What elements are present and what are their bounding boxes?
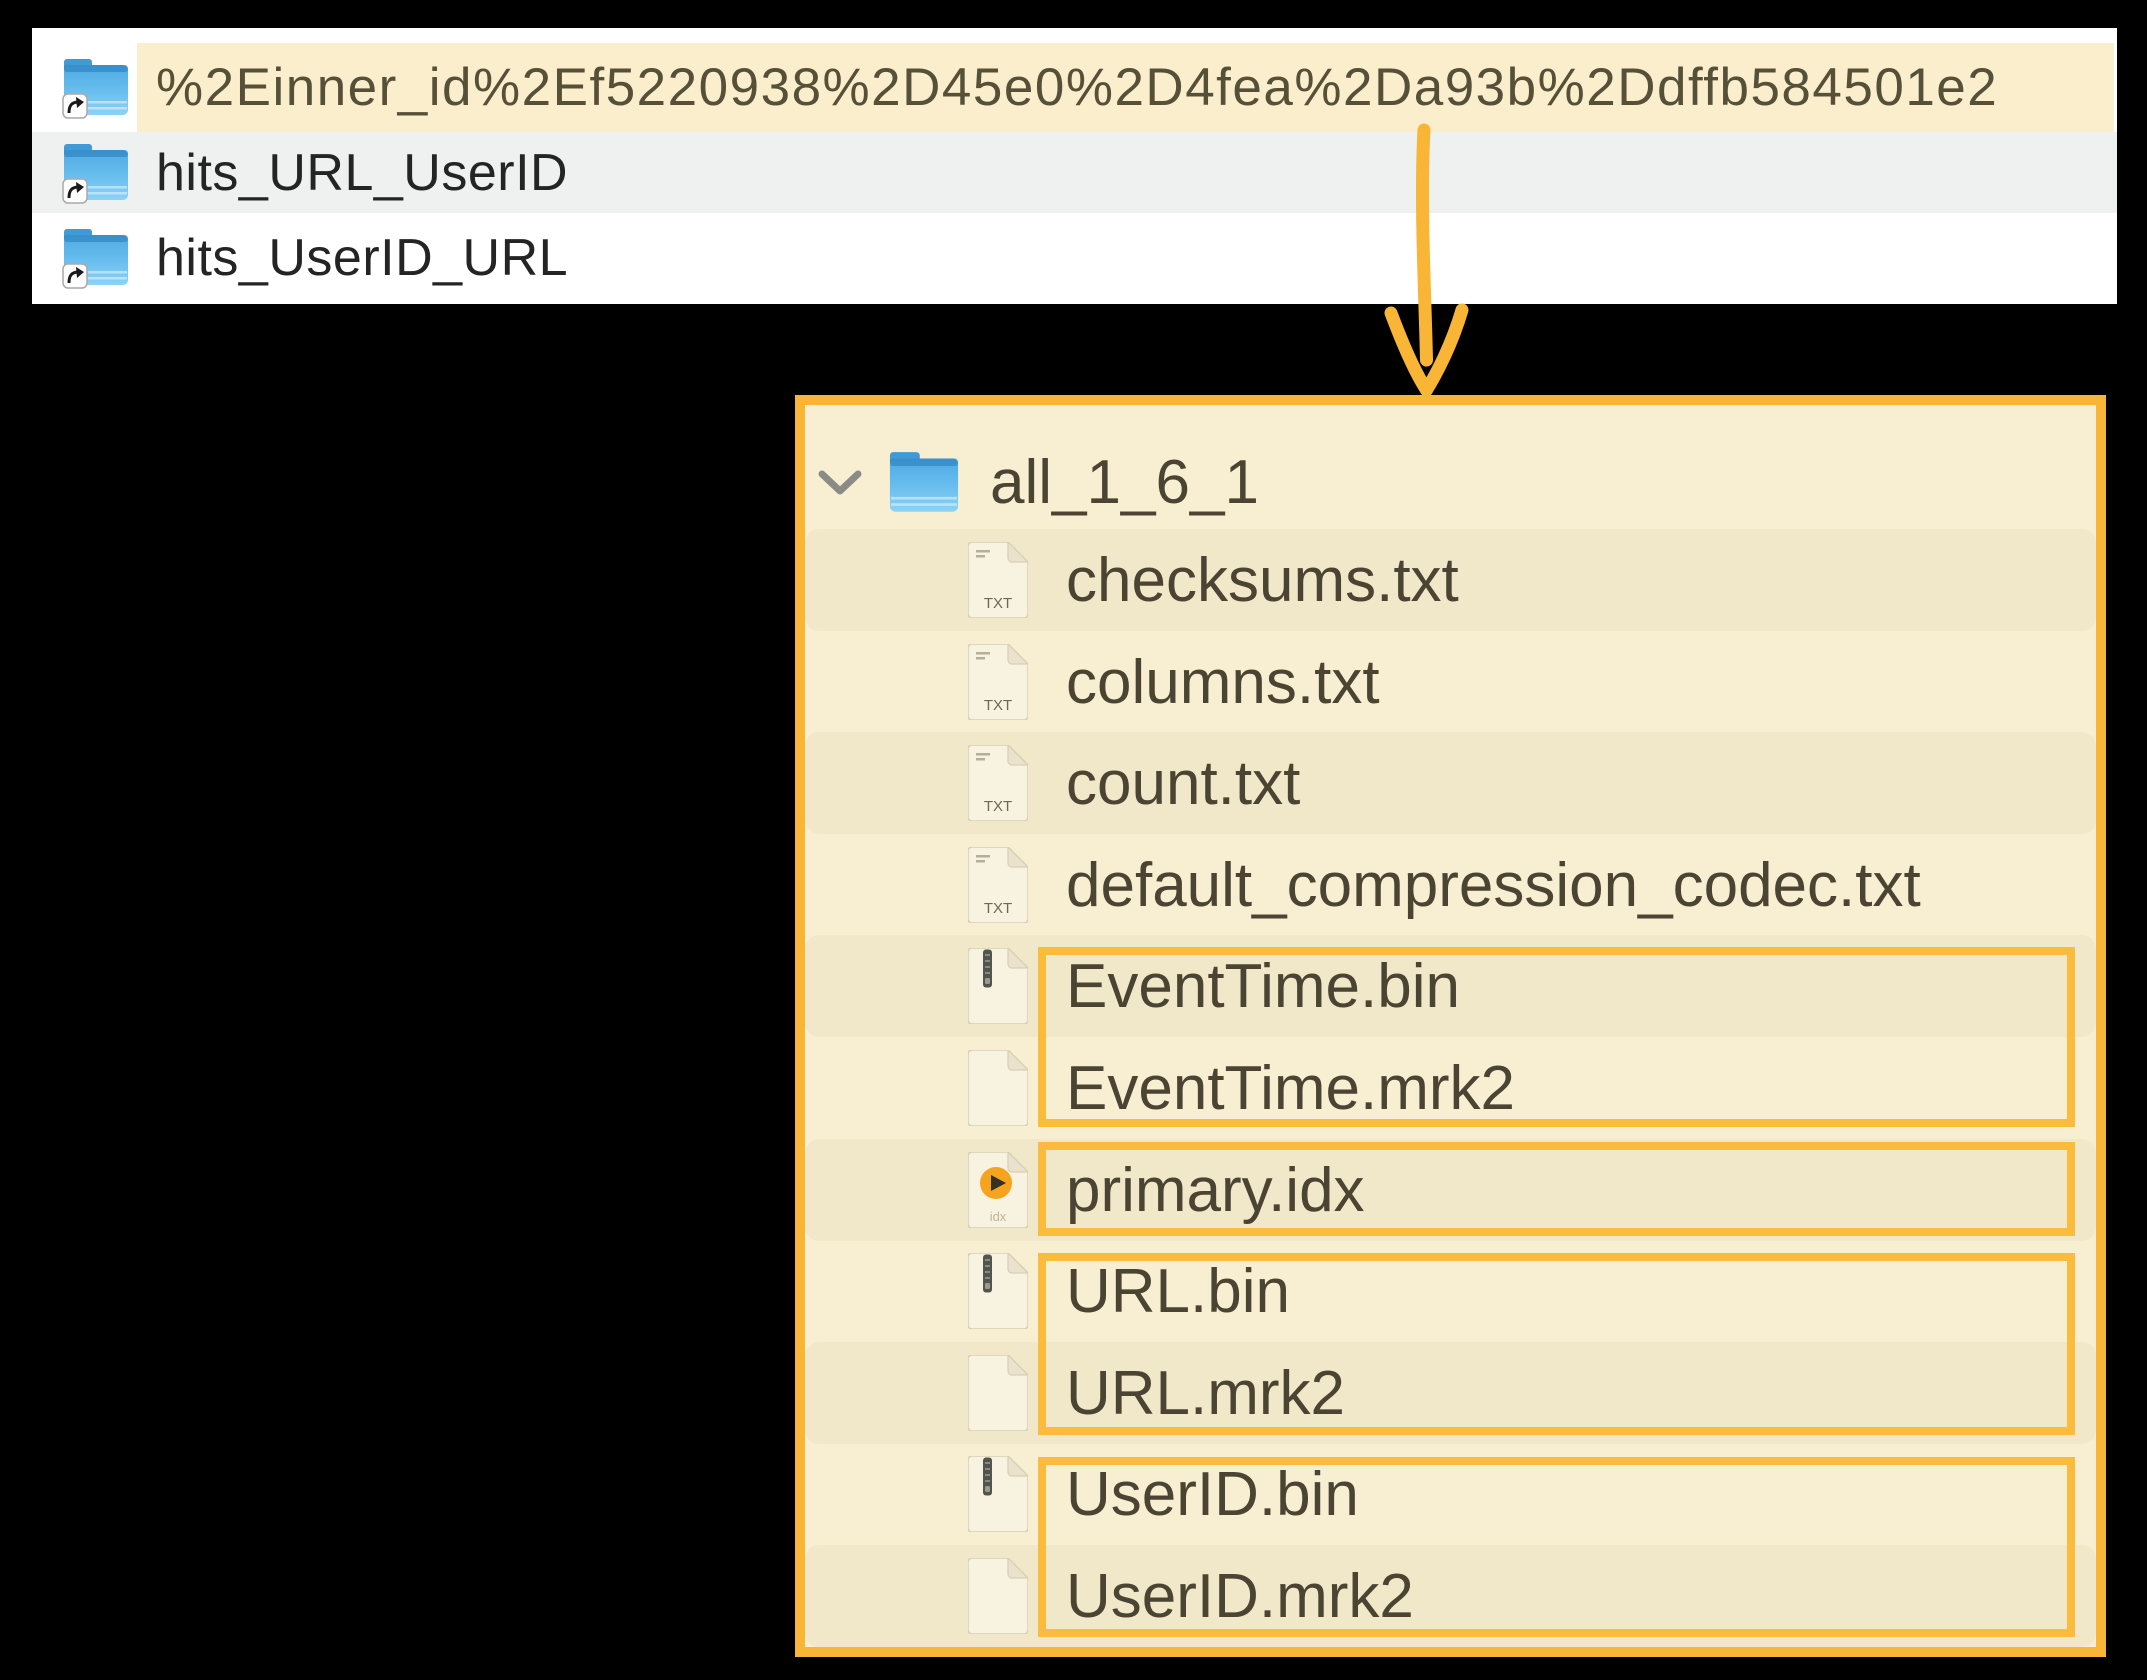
selection-highlight	[137, 43, 2114, 132]
file-name-label: EventTime.mrk2	[1066, 1053, 1516, 1123]
tree-row-primary-idx[interactable]: idx primary.idx	[805, 1139, 2096, 1241]
file-name-label: primary.idx	[1066, 1155, 1365, 1225]
file-name-label: EventTime.bin	[1066, 951, 1460, 1021]
part-directory-tree-panel: all_1_6_1 TXT checksums.txt TXT columns.…	[795, 395, 2106, 1657]
tree-row-columns-txt[interactable]: TXT columns.txt	[805, 631, 2096, 733]
tree-row-url-bin[interactable]: URL.bin	[805, 1240, 2096, 1342]
annotation-box-url-files	[1038, 1253, 2075, 1435]
list-item-inner-id-folder[interactable]: %2Einner_id%2Ef5220938%2D45e0%2D4fea%2Da…	[32, 43, 2117, 132]
document-file-icon	[968, 1355, 1028, 1431]
txt-file-icon: TXT	[968, 644, 1028, 720]
file-name-label: URL.bin	[1066, 1256, 1290, 1326]
chevron-down-icon[interactable]	[818, 469, 862, 497]
svg-text:TXT: TXT	[984, 798, 1012, 815]
txt-file-icon: TXT	[968, 542, 1028, 618]
svg-text:TXT: TXT	[984, 697, 1012, 714]
document-file-icon	[968, 1558, 1028, 1634]
file-name-label: columns.txt	[1066, 647, 1380, 717]
svg-text:TXT: TXT	[984, 595, 1012, 612]
folder-name-label: hits_UserID_URL	[156, 228, 569, 287]
list-item-hits-userid-url[interactable]: hits_UserID_URL	[32, 213, 2117, 302]
file-name-label: default_compression_codec.txt	[1066, 850, 1921, 920]
list-item-hits-url-userid[interactable]: hits_URL_UserID	[32, 132, 2117, 213]
alias-folder-icon	[62, 228, 128, 289]
bin-file-icon	[968, 948, 1028, 1024]
annotation-arrow-down	[1384, 123, 1469, 397]
bin-file-icon	[968, 1253, 1028, 1329]
tree-row-checksums-txt[interactable]: TXT checksums.txt	[805, 529, 2096, 631]
tree-row-userid-bin[interactable]: UserID.bin	[805, 1443, 2096, 1545]
annotation-box-eventtime-files	[1038, 947, 2075, 1127]
document-file-icon	[968, 1050, 1028, 1126]
tree-row-default-compression-codec-txt[interactable]: TXT default_compression_codec.txt	[805, 834, 2096, 936]
folder-name-label: %2Einner_id%2Ef5220938%2D45e0%2D4fea%2Da…	[156, 58, 1999, 117]
idx-file-icon: idx	[968, 1152, 1028, 1228]
txt-file-icon: TXT	[968, 745, 1028, 821]
svg-text:idx: idx	[990, 1209, 1007, 1224]
file-name-label: checksums.txt	[1066, 545, 1459, 615]
alias-folder-icon	[62, 58, 128, 119]
file-name-label: count.txt	[1066, 748, 1301, 818]
folder-name-label: hits_URL_UserID	[156, 143, 569, 202]
tree-row-eventtime-mrk2[interactable]: EventTime.mrk2	[805, 1037, 2096, 1139]
folder-icon	[889, 451, 959, 512]
tree-root-folder-row[interactable]: all_1_6_1	[805, 435, 2096, 530]
annotation-box-userid-files	[1038, 1457, 2075, 1637]
file-name-label: URL.mrk2	[1066, 1358, 1346, 1428]
annotation-box-primary-idx	[1038, 1142, 2075, 1236]
tree-row-count-txt[interactable]: TXT count.txt	[805, 732, 2096, 834]
bin-file-icon	[968, 1456, 1028, 1532]
alias-folder-icon	[62, 143, 128, 204]
finder-list-panel: %2Einner_id%2Ef5220938%2D45e0%2D4fea%2Da…	[32, 28, 2117, 304]
root-folder-label: all_1_6_1	[990, 448, 1259, 517]
file-name-label: UserID.bin	[1066, 1459, 1359, 1529]
txt-file-icon: TXT	[968, 847, 1028, 923]
svg-text:TXT: TXT	[984, 900, 1012, 917]
file-name-label: UserID.mrk2	[1066, 1561, 1414, 1631]
